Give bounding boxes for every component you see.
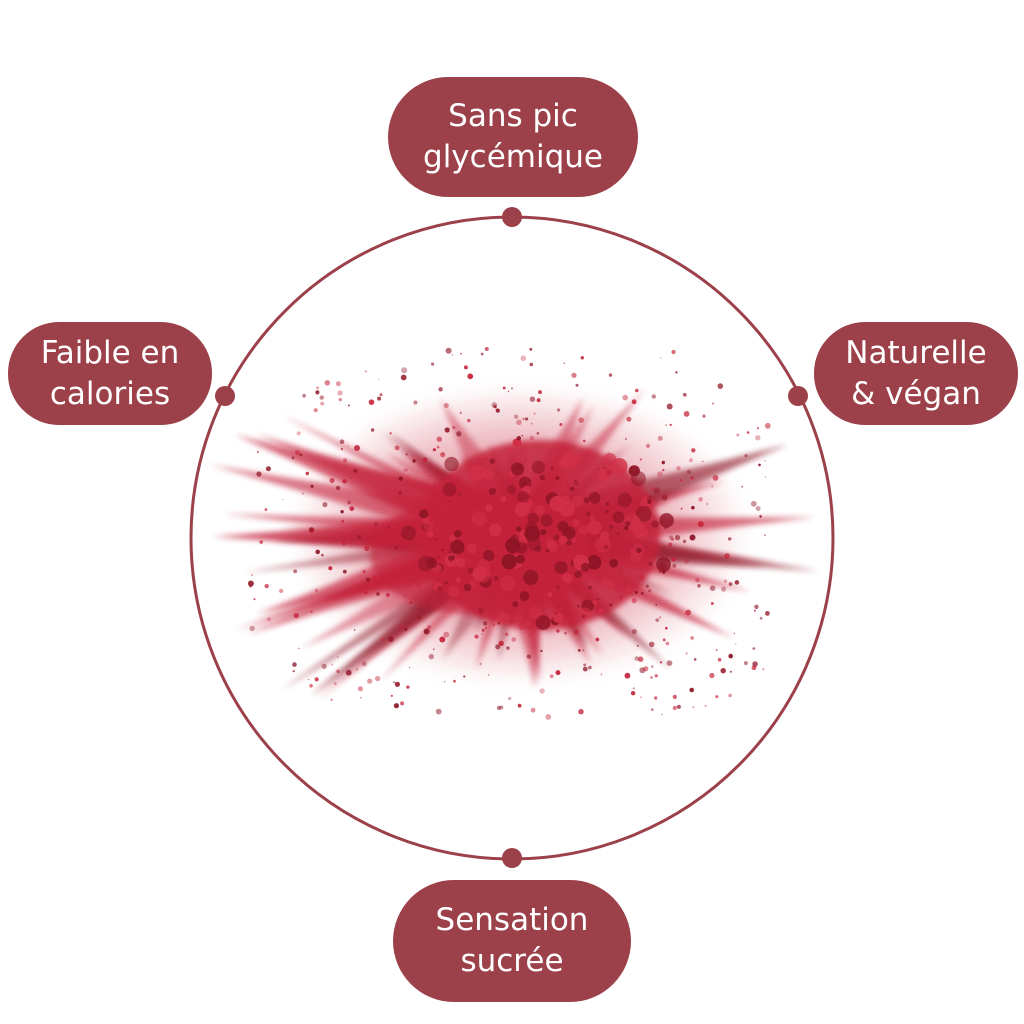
ring-node-right bbox=[788, 386, 808, 406]
feature-top-line1: Sans pic bbox=[448, 98, 578, 134]
ring-node-top bbox=[502, 207, 522, 227]
feature-bottom-line2: sucrée bbox=[460, 943, 564, 979]
feature-left-line1: Faible en bbox=[40, 334, 180, 371]
feature-left-line2: calories bbox=[49, 375, 171, 412]
feature-badge-left: Faible en calories bbox=[8, 322, 212, 425]
feature-badge-top: Sans pic glycémique bbox=[388, 77, 638, 197]
feature-badge-right: Naturelle & végan bbox=[814, 322, 1018, 425]
ring-node-left bbox=[215, 386, 235, 406]
feature-bottom-line1: Sensation bbox=[435, 902, 589, 938]
feature-right-line1: Naturelle bbox=[845, 334, 987, 371]
feature-badge-bottom: Sensation sucrée bbox=[393, 880, 631, 1002]
feature-top-line2: glycémique bbox=[423, 139, 603, 175]
ring-node-bottom bbox=[502, 848, 522, 868]
feature-right-line2: & végan bbox=[851, 375, 981, 412]
red-powder-explosion bbox=[210, 347, 819, 720]
